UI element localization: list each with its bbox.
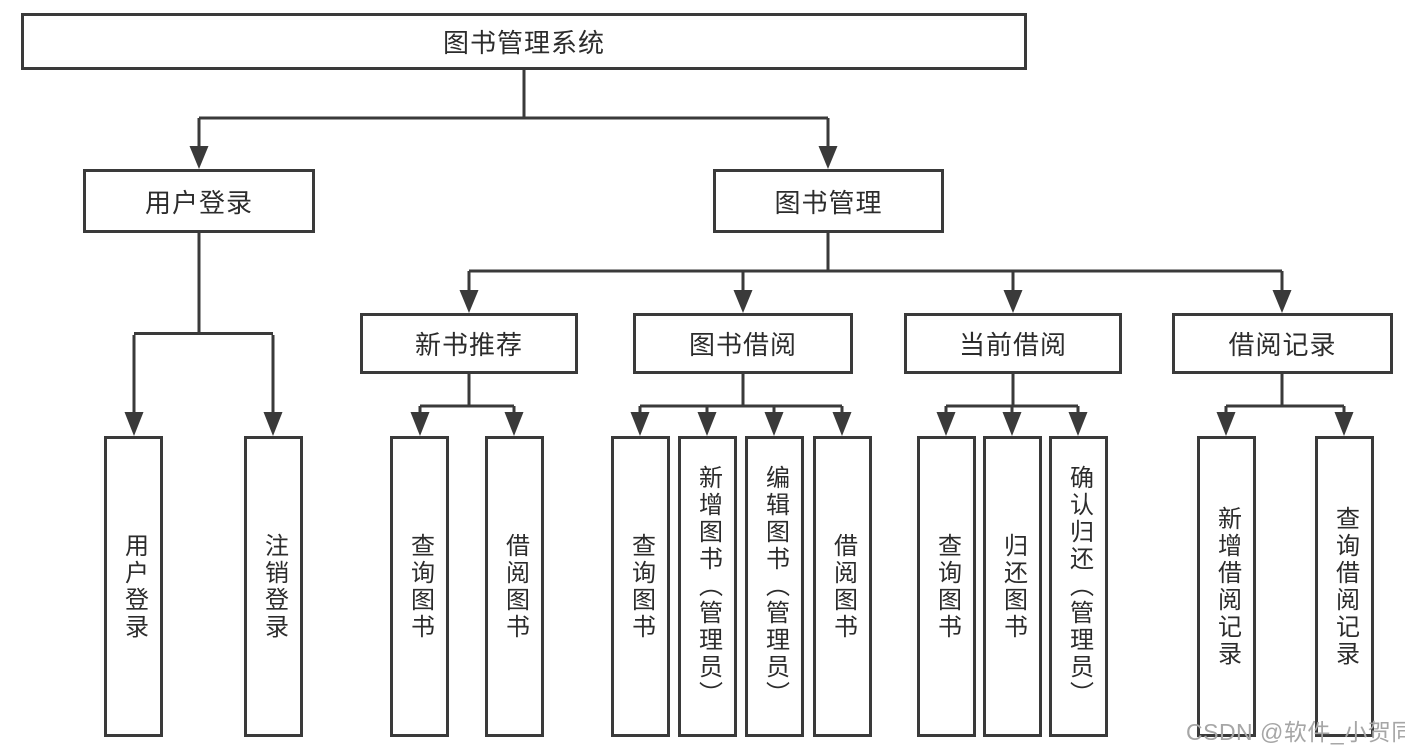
leaf-query-books-current: 查询图书 bbox=[917, 436, 976, 737]
leaf-add-books-admin: 新增图书（管理员） bbox=[678, 436, 737, 737]
node-book-borrowing: 图书借阅 bbox=[633, 313, 853, 374]
leaf-edit-books-admin: 编辑图书（管理员） bbox=[745, 436, 804, 737]
leaf-query-books-borrowing: 查询图书 bbox=[611, 436, 670, 737]
leaf-return-books: 归还图书 bbox=[983, 436, 1042, 737]
leaf-query-borrow-record: 查询借阅记录 bbox=[1315, 436, 1374, 737]
node-new-book-recommendation: 新书推荐 bbox=[360, 313, 578, 374]
watermark-text: CSDN @软件_小贺同学 bbox=[1186, 719, 1405, 745]
leaf-confirm-return-admin: 确认归还（管理员） bbox=[1049, 436, 1108, 737]
leaf-borrow-books: 借阅图书 bbox=[813, 436, 872, 737]
node-library-management-system: 图书管理系统 bbox=[21, 13, 1027, 70]
node-current-borrowing: 当前借阅 bbox=[904, 313, 1122, 374]
node-book-management: 图书管理 bbox=[713, 169, 944, 233]
node-user-login: 用户登录 bbox=[83, 169, 315, 233]
leaf-user-login: 用户登录 bbox=[104, 436, 163, 737]
leaf-add-borrow-record: 新增借阅记录 bbox=[1197, 436, 1256, 737]
leaf-borrow-books-recommend: 借阅图书 bbox=[485, 436, 544, 737]
leaf-query-books-recommend: 查询图书 bbox=[390, 436, 449, 737]
leaf-logout: 注销登录 bbox=[244, 436, 303, 737]
node-borrowing-records: 借阅记录 bbox=[1172, 313, 1393, 374]
